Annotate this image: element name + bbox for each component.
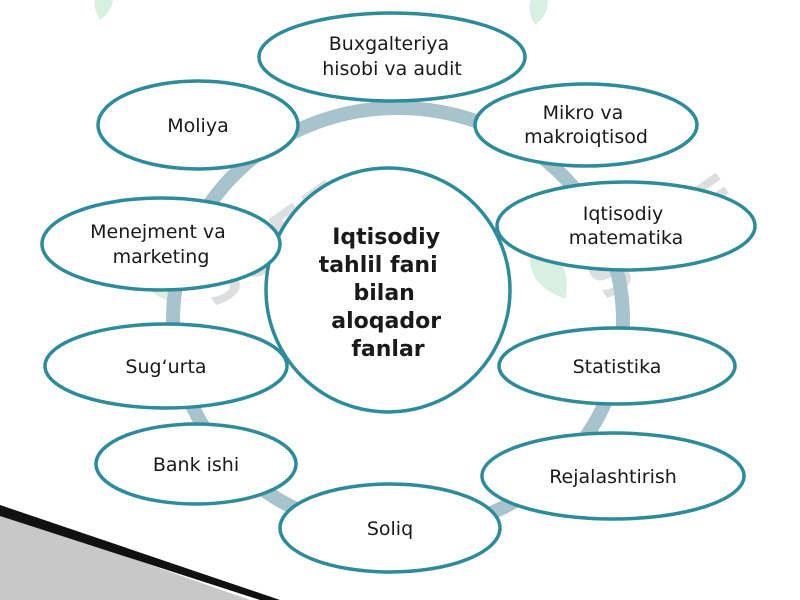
center-line: tahlil fani: [319, 253, 438, 278]
node-line: Mikro va: [543, 102, 624, 124]
node-ellipse: [94, 422, 298, 506]
node-ellipse: [96, 79, 300, 171]
node-line: marketing: [113, 246, 210, 268]
node-ellipse: [43, 322, 289, 410]
node-label: Statistika: [573, 356, 662, 378]
node-statistika: Statistika: [497, 326, 737, 406]
center-line: fanlar: [351, 337, 424, 362]
node-label: Soliq: [367, 518, 413, 540]
node-ellipse: [497, 326, 737, 406]
node-line: hisobi va audit: [322, 58, 462, 80]
center-circle: [264, 166, 512, 414]
node-buxgalteriya: Buxgalteriya hisobi va audit: [257, 11, 527, 103]
node-sugurta: Sug‘urta: [43, 322, 289, 410]
node-line: Iqtisodiy: [583, 203, 664, 225]
node-line: Buxgalteriya: [329, 33, 449, 55]
node-label: Buxgalteriya hisobi va audit: [322, 33, 462, 80]
corner-decoration: [0, 505, 280, 600]
node-label: Mikro va makroiqtisod: [524, 102, 648, 148]
node-ellipse: [480, 431, 746, 521]
node-label: Bank ishi: [153, 454, 239, 476]
node-ellipse: [278, 482, 502, 574]
center-line: bilan: [353, 281, 414, 306]
node-bank-ishi: Bank ishi: [94, 422, 298, 506]
node-menejment: Menejment va marketing: [40, 196, 282, 292]
node-ellipse: [40, 196, 282, 292]
center-line: aloqador: [331, 309, 441, 334]
node-label: Rejalashtirish: [549, 466, 677, 488]
center-label: Iqtisodiy tahlil fani bilan aloqador fan…: [319, 225, 449, 362]
node-label: Menejment va marketing: [90, 221, 232, 268]
node-rejalashtirish: Rejalashtirish: [480, 431, 746, 521]
node-ellipse: [495, 180, 757, 272]
center-node: Iqtisodiy tahlil fani bilan aloqador fan…: [264, 166, 512, 414]
node-line: Menejment va: [90, 221, 226, 243]
center-line: Iqtisodiy: [332, 225, 440, 250]
watermark-leaf-icon: [529, 0, 549, 25]
node-line: makroiqtisod: [524, 126, 648, 148]
node-ellipse: [257, 11, 527, 103]
node-mikro: Mikro va makroiqtisod: [473, 82, 699, 168]
node-moliya: Moliya: [96, 79, 300, 171]
node-label: Sug‘urta: [125, 356, 206, 378]
node-label: Moliya: [167, 115, 228, 137]
node-ellipse: [473, 82, 699, 168]
node-label: Iqtisodiy matematika: [569, 203, 683, 249]
watermark-leaf-icon: [94, 0, 113, 20]
node-line: matematika: [569, 227, 683, 249]
node-soliq: Soliq: [278, 482, 502, 574]
node-iqtisodiy-matematika: Iqtisodiy matematika: [495, 180, 757, 272]
